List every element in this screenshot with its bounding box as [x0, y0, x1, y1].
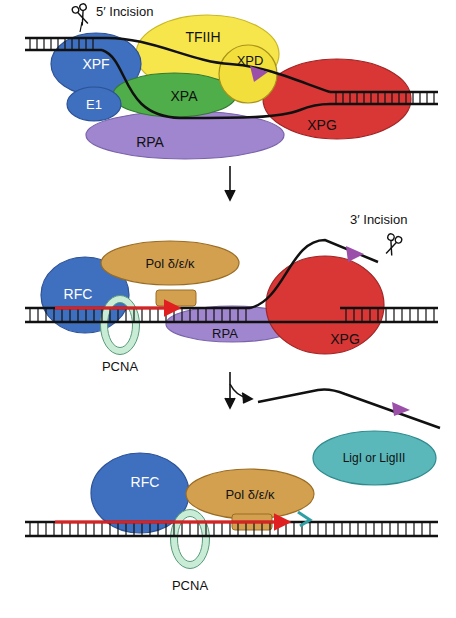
incision-label: 3′ Incision — [350, 212, 407, 227]
blob-fill — [86, 111, 284, 159]
protein-blob: XPG — [262, 58, 412, 140]
lesion-marker — [346, 246, 364, 262]
ring-edge — [171, 510, 210, 569]
protein-name: PCNA — [102, 360, 138, 373]
excised-fragment — [258, 390, 440, 429]
polymerase-core — [232, 514, 272, 530]
blob-fill — [313, 431, 436, 485]
protein-name: RPA — [212, 327, 238, 340]
nick-marker — [298, 512, 310, 526]
protein-name: PCNA — [172, 579, 208, 592]
ring-band — [104, 299, 136, 351]
protein-blob: XPA — [112, 72, 237, 118]
protein-name: XPG — [307, 118, 337, 132]
blob-fill — [263, 59, 411, 139]
blob-fill — [41, 257, 129, 333]
protein-name: XPG — [330, 332, 360, 346]
ring-band — [174, 513, 206, 565]
leader-arrow — [80, 22, 82, 32]
blob-fill — [113, 73, 236, 117]
ring-edge — [108, 303, 133, 348]
protein-blob: RPA — [85, 110, 285, 160]
new-dna-strand — [55, 521, 288, 524]
shape-outline — [85, 110, 285, 160]
protein-name: XPA — [171, 89, 198, 103]
protein-name: E1 — [86, 98, 102, 111]
scissors-icon — [382, 233, 402, 257]
blob-fill — [67, 87, 121, 121]
scissors-icon — [71, 3, 91, 27]
new-dna-strand — [55, 307, 178, 310]
protein-name: RFC — [131, 475, 160, 489]
blob-fill — [219, 45, 277, 103]
protein-name: XPF — [82, 57, 109, 71]
protein-blob: Pol δ/ε/κ — [100, 240, 240, 286]
ring-edge — [178, 517, 203, 562]
protein-name: RFC — [64, 287, 93, 301]
protein-name: RPA — [136, 135, 164, 149]
clamp-ring: PCNA — [100, 296, 140, 376]
protein-name: LigI or LigIII — [343, 452, 406, 464]
protein-blob: E1 — [66, 86, 122, 122]
polymerase-core — [156, 290, 196, 306]
dna-duplex — [25, 240, 438, 322]
incision-label: 5′ Incision — [96, 4, 153, 19]
blob-fill — [101, 241, 239, 285]
blob-fill — [186, 469, 314, 519]
protein-name: Pol δ/ε/κ — [225, 488, 274, 501]
dna-duplex — [25, 522, 438, 536]
protein-name: XPD — [237, 54, 264, 67]
protein-blob: Pol δ/ε/κ — [185, 468, 315, 520]
protein-circle: XPD — [218, 44, 278, 104]
protein-name: Pol δ/ε/κ — [145, 257, 194, 270]
shape-outline — [262, 58, 412, 140]
clamp-ring: PCNA — [170, 510, 210, 592]
dna-duplex — [25, 38, 438, 118]
protein-blob: LigI or LigIII — [312, 430, 437, 486]
protein-blob: XPG — [265, 255, 385, 355]
protein-name: TFIIH — [186, 30, 221, 44]
shape-outline — [265, 255, 385, 355]
blob-fill — [266, 256, 384, 354]
ring-edge — [101, 296, 140, 355]
step-arrow — [225, 166, 252, 408]
lesion-marker — [250, 66, 268, 82]
